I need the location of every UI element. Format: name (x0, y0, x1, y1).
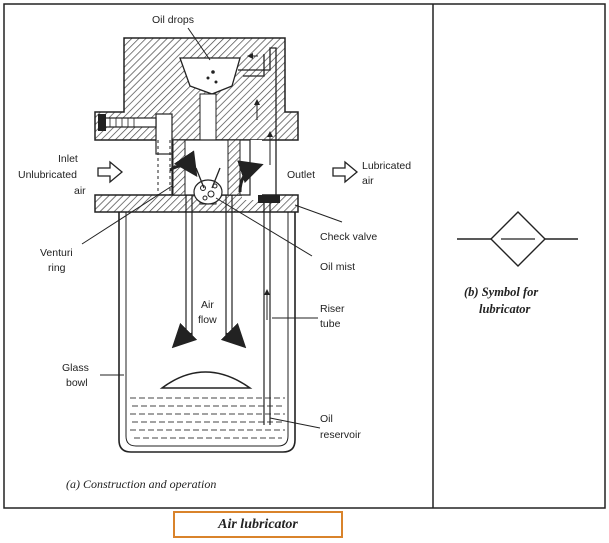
air-flow-tubes (185, 195, 233, 340)
label-lubricated: Lubricated (362, 160, 411, 172)
label-oil-mist: Oil mist (320, 261, 355, 273)
figure-title: Air lubricator (218, 516, 298, 532)
riser-tube (263, 200, 271, 425)
figure-frame (3, 3, 606, 509)
outlet-arrow (332, 160, 359, 184)
label-reservoir: reservoir (320, 429, 361, 441)
label-oil: Oil (320, 413, 333, 425)
label-air-in: air (74, 185, 86, 197)
label-bowl: bowl (66, 377, 88, 389)
label-tube: tube (320, 318, 341, 330)
label-air-out: air (362, 175, 374, 187)
caption-symbol-line2: lubricator (479, 302, 531, 316)
leader-lines (81, 27, 343, 429)
label-outlet: Outlet (287, 169, 315, 181)
oil-drop-dots (206, 70, 218, 84)
glass-bowl (118, 212, 296, 453)
label-venturi: Venturi (40, 247, 73, 259)
label-check-valve: Check valve (320, 231, 377, 243)
check-valve (258, 195, 280, 203)
caption-symbol-line1: (b) Symbol for (464, 285, 538, 299)
label-air: Air (201, 299, 214, 311)
caption-construction: (a) Construction and operation (66, 477, 216, 491)
label-unlubricated: Unlubricated (18, 169, 77, 181)
title-box: Air lubricator (173, 511, 343, 538)
lubricator-symbol (457, 211, 578, 267)
baffle-dome (159, 371, 253, 389)
oil-mist (193, 167, 223, 205)
label-riser: Riser (320, 303, 345, 315)
flow-arrows (169, 53, 273, 349)
label-ring: ring (48, 262, 66, 274)
label-flow: flow (198, 314, 217, 326)
oil-reservoir (130, 397, 285, 439)
inlet-arrow (97, 160, 124, 184)
label-inlet: Inlet (58, 153, 78, 165)
label-glass: Glass (62, 362, 89, 374)
label-oil-drops: Oil drops (152, 14, 194, 26)
